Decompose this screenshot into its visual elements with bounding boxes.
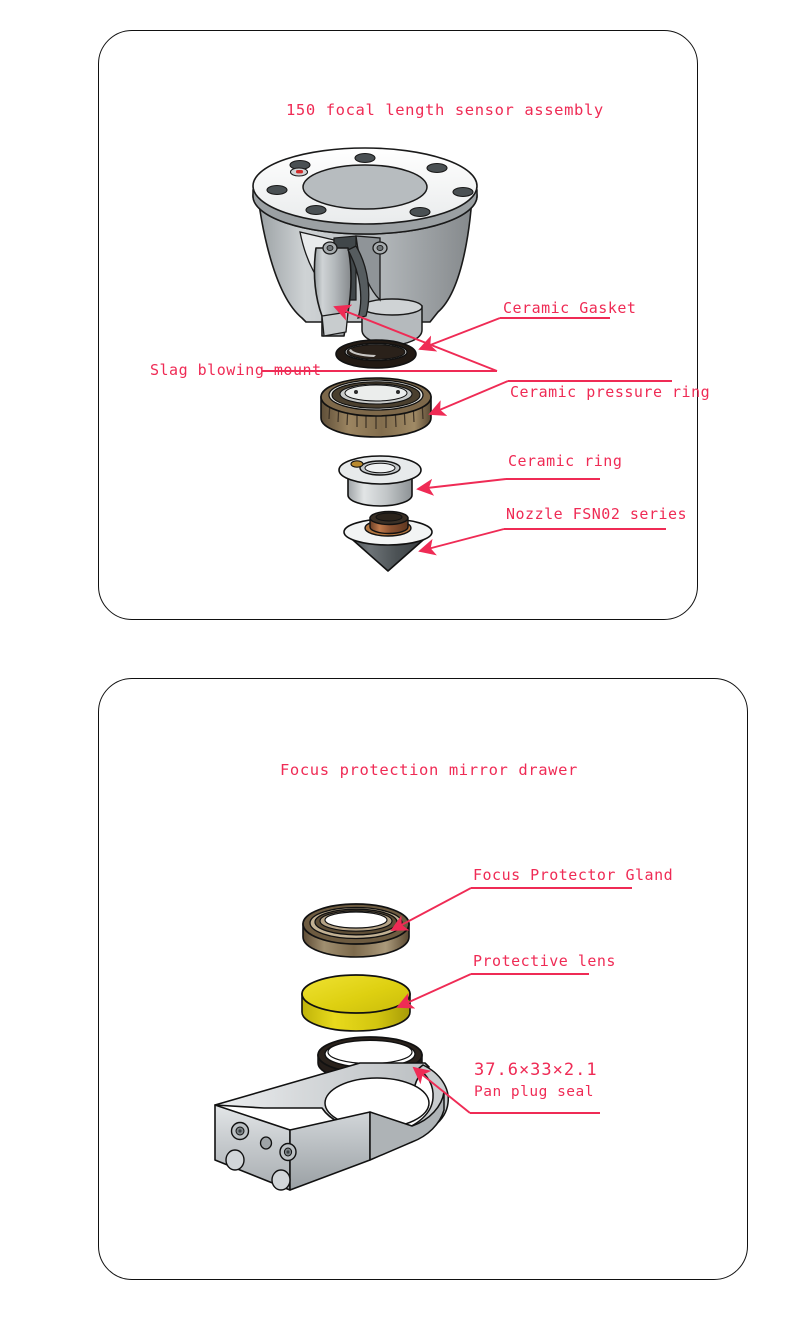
label-seal-dimensions: 37.6×33×2.1 xyxy=(474,1060,598,1080)
label-focus-protector-gland: Focus Protector Gland xyxy=(473,866,674,884)
label-ceramic-gasket: Ceramic Gasket xyxy=(503,299,637,317)
label-pan-plug-seal: Pan plug seal xyxy=(474,1084,594,1100)
label-ceramic-ring: Ceramic ring xyxy=(508,452,623,470)
label-slag-blowing-mount: Slag blowing mount xyxy=(150,361,322,379)
label-ceramic-pressure-ring: Ceramic pressure ring xyxy=(510,383,711,401)
panel2-title: Focus protection mirror drawer xyxy=(280,761,578,779)
label-protective-lens: Protective lens xyxy=(473,952,616,970)
panel1-title: 150 focal length sensor assembly xyxy=(286,101,604,119)
label-nozzle: Nozzle FSN02 series xyxy=(506,505,688,523)
